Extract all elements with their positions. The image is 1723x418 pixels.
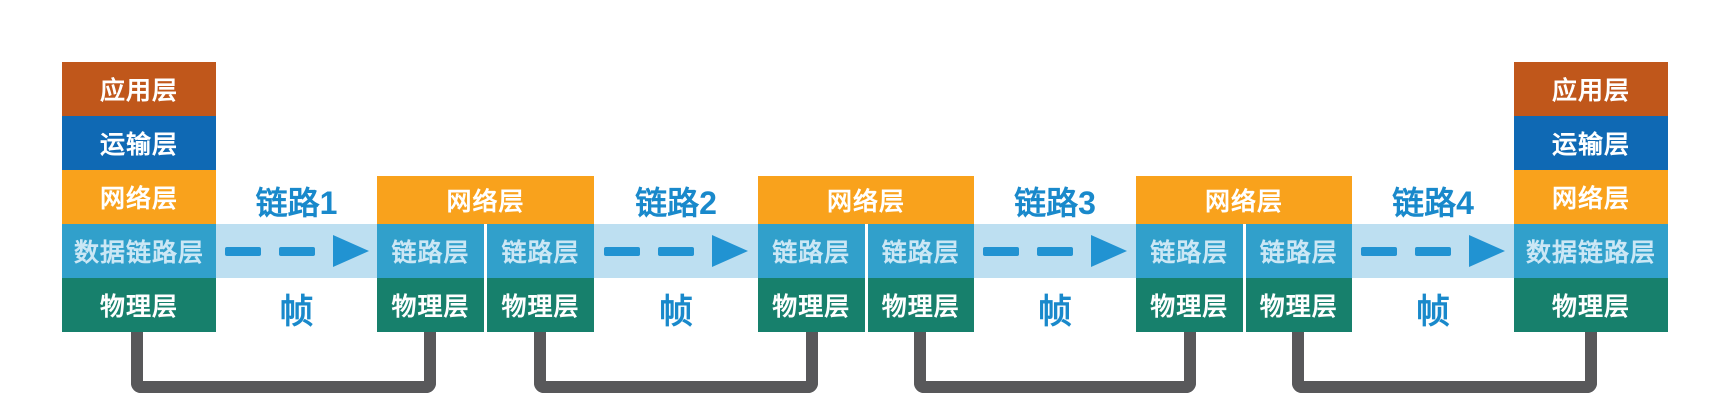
router-network-cell: 网络层 (1136, 176, 1352, 224)
arrow-dash-icon (1361, 246, 1397, 256)
port-link-cell: 链路层 (377, 224, 484, 278)
physical-connector-4 (1292, 326, 1597, 393)
host-stack-right: 应用层 运输层 网络层 数据链路层 物理层 (1514, 62, 1668, 332)
port-physical-cell: 物理层 (1245, 278, 1352, 332)
layer-cell-network: 网络层 (62, 170, 216, 224)
port-link-cell: 链路层 (1245, 224, 1352, 278)
port-physical-cell: 物理层 (487, 278, 594, 332)
physical-connector-3 (914, 326, 1196, 393)
link-section-4: 链路4 帧 (1352, 170, 1514, 340)
router-network-cell: 网络层 (377, 176, 594, 224)
port-link-cell: 链路层 (867, 224, 974, 278)
link-section-1: 链路1 帧 (216, 170, 377, 340)
port-link-cell: 链路层 (1136, 224, 1243, 278)
dashed-arrow-icon (974, 224, 1136, 278)
link-section-3: 链路3 帧 (974, 170, 1136, 340)
arrow-head-icon (1091, 235, 1127, 267)
dashed-arrow-icon (594, 224, 758, 278)
dashed-arrow-icon (216, 224, 377, 278)
router-network-cell: 网络层 (758, 176, 974, 224)
link-label: 链路1 (255, 185, 338, 221)
layer-cell-datalink: 数据链路层 (1514, 224, 1668, 278)
router-port-right: 链路层 物理层 (1245, 224, 1352, 332)
link-section-2: 链路2 帧 (594, 170, 758, 340)
layer-cell-transport: 运输层 (1514, 116, 1668, 170)
frame-label: 帧 (659, 293, 693, 331)
arrow-dash-icon (1415, 246, 1451, 256)
link-label: 链路3 (1014, 185, 1096, 221)
router-port-right: 链路层 物理层 (487, 224, 594, 332)
layer-cell-physical: 物理层 (1514, 278, 1668, 332)
arrow-head-icon (332, 235, 369, 267)
port-physical-cell: 物理层 (867, 278, 974, 332)
arrow-dash-icon (1037, 246, 1073, 256)
frame-label: 帧 (1416, 293, 1450, 331)
arrow-head-icon (1469, 235, 1505, 267)
physical-connector-2 (534, 326, 818, 393)
router-port-left: 链路层 物理层 (1136, 224, 1243, 332)
dashed-arrow-icon (1352, 224, 1514, 278)
router-port-right: 链路层 物理层 (867, 224, 974, 332)
link-label: 链路4 (1392, 185, 1474, 221)
frame-label: 帧 (1038, 293, 1072, 331)
arrow-dash-icon (278, 246, 315, 256)
router-stack-1: 网络层 链路层 物理层 链路层 物理层 (377, 176, 594, 332)
arrow-dash-icon (224, 246, 261, 256)
port-physical-cell: 物理层 (377, 278, 484, 332)
port-link-cell: 链路层 (487, 224, 594, 278)
arrow-dash-icon (658, 246, 694, 256)
layer-cell-datalink: 数据链路层 (62, 224, 216, 278)
arrow-dash-icon (983, 246, 1019, 256)
router-stack-3: 网络层 链路层 物理层 链路层 物理层 (1136, 176, 1352, 332)
layer-cell-physical: 物理层 (62, 278, 216, 332)
arrow-head-icon (712, 235, 748, 267)
router-port-left: 链路层 物理层 (758, 224, 865, 332)
layer-cell-network: 网络层 (1514, 170, 1668, 224)
physical-connector-1 (131, 326, 436, 393)
layer-cell-transport: 运输层 (62, 116, 216, 170)
arrow-dash-icon (604, 246, 640, 256)
layer-cell-application: 应用层 (1514, 62, 1668, 116)
host-stack-left: 应用层 运输层 网络层 数据链路层 物理层 (62, 62, 216, 332)
port-link-cell: 链路层 (758, 224, 865, 278)
link-label: 链路2 (635, 185, 717, 221)
port-physical-cell: 物理层 (758, 278, 865, 332)
router-stack-2: 网络层 链路层 物理层 链路层 物理层 (758, 176, 974, 332)
port-physical-cell: 物理层 (1136, 278, 1243, 332)
frame-label: 帧 (279, 293, 314, 331)
layer-cell-application: 应用层 (62, 62, 216, 116)
router-port-left: 链路层 物理层 (377, 224, 484, 332)
